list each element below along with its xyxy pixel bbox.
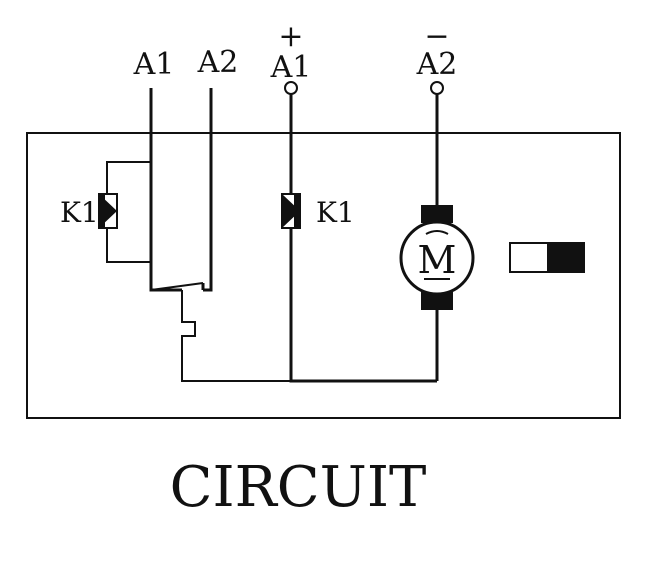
wire-pwr-a1 xyxy=(289,94,437,383)
terminal-label-ctrl-a1: A1 xyxy=(133,47,175,82)
motor-label: M xyxy=(418,238,457,282)
terminal-label-ctrl-a2: A2 xyxy=(197,45,239,80)
contact-label-k1: K1 xyxy=(316,196,355,229)
terminal-plus-a1 xyxy=(284,81,298,95)
wire-contact-return xyxy=(181,290,291,382)
coil-label-k1: K1 xyxy=(60,196,99,229)
enclosure-box xyxy=(26,132,621,419)
rocker-switch-icon xyxy=(509,242,585,273)
motor-symbol xyxy=(399,205,475,310)
relay-contact-lever xyxy=(150,282,204,291)
contact-k1 xyxy=(281,193,301,229)
terminal-minus-a2 xyxy=(430,81,444,95)
wire-ctrl-a1 xyxy=(149,88,182,292)
plus-sign: + xyxy=(278,19,303,54)
diagram-title: CIRCUIT xyxy=(170,455,427,520)
minus-sign: − xyxy=(424,19,449,54)
wire-ctrl-a2 xyxy=(201,88,213,292)
terminal-label-pwr-a1: A1 xyxy=(270,50,312,85)
relay-coil-k1 xyxy=(98,193,118,229)
terminal-label-pwr-a2: A2 xyxy=(416,47,458,82)
